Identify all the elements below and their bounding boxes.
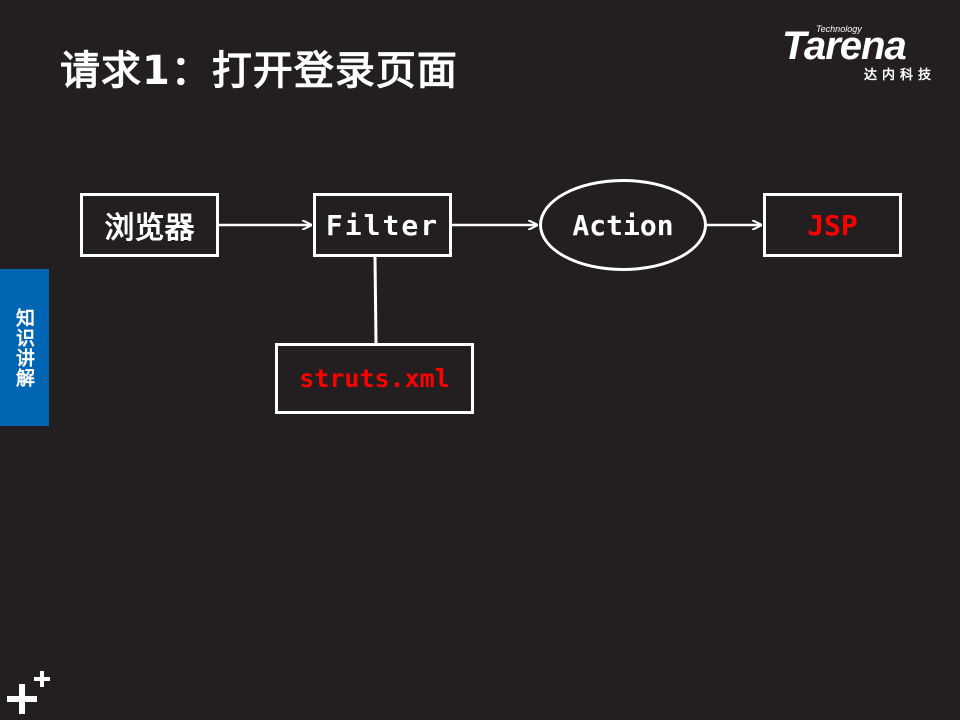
section-tab-label: 知识讲解 <box>13 307 35 388</box>
node-jsp-label: JSP <box>807 208 858 242</box>
node-browser: 浏览器 <box>80 193 219 257</box>
line-filter-to-struts <box>373 256 378 344</box>
logo-technology-label: Technology <box>816 24 862 34</box>
node-action: Action <box>539 179 707 271</box>
node-filter-label: Filter <box>325 208 440 242</box>
plus-decoration-icon <box>7 671 50 714</box>
logo-chinese-name: 达内科技 <box>864 68 937 83</box>
node-action-label: Action <box>572 208 674 242</box>
tarena-logo: Tarena Technology 达内科技 <box>780 24 946 84</box>
node-filter: Filter <box>313 193 452 257</box>
section-tab: 知识讲解 <box>0 269 49 426</box>
logo-wordmark: Tarena <box>782 24 907 68</box>
node-browser-label: 浏览器 <box>104 211 195 246</box>
node-struts-xml: struts.xml <box>275 343 474 414</box>
node-jsp: JSP <box>763 193 902 257</box>
slide-title: 请求1：打开登录页面 <box>60 48 458 94</box>
node-struts-xml-label: struts.xml <box>299 364 450 393</box>
